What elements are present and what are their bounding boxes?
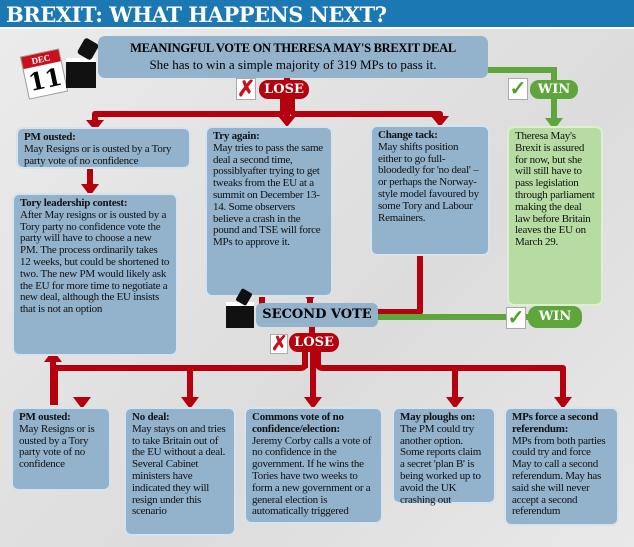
box-text: Theresa May's Brexit is assured for now,… bbox=[515, 130, 595, 249]
connector-win1 bbox=[488, 67, 557, 122]
arrow-head bbox=[446, 397, 464, 409]
box-text: Jeremy Corby calls a vote of no confiden… bbox=[252, 434, 372, 518]
win-badge: WIN bbox=[530, 80, 578, 99]
arrow-head bbox=[44, 350, 62, 362]
box-title: Try again: bbox=[213, 130, 260, 142]
arrow-head bbox=[304, 397, 322, 409]
calendar-day: 11 bbox=[25, 61, 65, 98]
check-icon: ✓ bbox=[506, 307, 526, 329]
no-deal-box: No deal:May stays on and tries to take B… bbox=[124, 407, 236, 536]
pm-ousted-second-box: PM ousted:May Resigns or is ousted by a … bbox=[11, 407, 111, 491]
arrow-head bbox=[431, 116, 449, 127]
box-text: After May resigns or is ousted by a Tory… bbox=[20, 208, 170, 316]
box-title: Tory leadership contest: bbox=[20, 197, 128, 209]
box-title: Change tack: bbox=[378, 129, 438, 141]
box-title: Commons vote of no confidence/election: bbox=[252, 411, 344, 435]
box-text: May Resigns or is ousted by a Tory party… bbox=[19, 422, 95, 471]
ballot-box-icon bbox=[226, 302, 254, 328]
cross-icon: ✗ bbox=[270, 333, 288, 355]
meaningful-vote-subtitle: She has to win a simple majority of 319 … bbox=[149, 57, 437, 72]
lose-badge: LOSE bbox=[259, 80, 309, 99]
may-ploughs-on-box: May ploughs on:The PM could try another … bbox=[392, 407, 496, 506]
box-title: MPs force a second referendum: bbox=[512, 411, 599, 435]
try-again-box: Try again:May tries to pass the same dea… bbox=[205, 126, 333, 297]
change-tack-box: Change tack:May shifts position either t… bbox=[370, 125, 490, 256]
ballot-box-icon bbox=[66, 58, 96, 88]
box-text: May tries to pass the same deal a second… bbox=[213, 141, 323, 249]
box-text: May shifts position either to go full-bl… bbox=[378, 140, 479, 224]
arrow-head bbox=[554, 397, 572, 409]
arrow-head bbox=[278, 116, 296, 127]
second-referendum-box: MPs force a second referendum:MPs from b… bbox=[504, 407, 619, 526]
meaningful-vote-box: MEANINGFUL VOTE ON THERESA MAY'S BREXIT … bbox=[98, 36, 488, 78]
arrow-head bbox=[545, 118, 563, 130]
no-confidence-box: Commons vote of no confidence/election:J… bbox=[244, 407, 383, 524]
meaningful-vote-heading: MEANINGFUL VOTE ON THERESA MAY'S BREXIT … bbox=[130, 41, 456, 55]
box-title: PM ousted: bbox=[24, 131, 76, 143]
second-vote-box: SECOND VOTE bbox=[256, 303, 378, 327]
lose-badge-second: LOSE bbox=[289, 333, 339, 352]
box-title: PM ousted: bbox=[19, 411, 71, 423]
arrow-head bbox=[181, 397, 199, 409]
title-bar: BREXIT: WHAT HAPPENS NEXT? bbox=[0, 0, 634, 29]
box-text: May stays on and tries to take Britain o… bbox=[132, 422, 226, 518]
arrow-head bbox=[81, 184, 99, 196]
box-title: May ploughs on: bbox=[400, 411, 476, 423]
box-title: No deal: bbox=[132, 411, 170, 423]
cross-icon: ✗ bbox=[236, 76, 256, 101]
pm-ousted-box: PM ousted:May Resigns or is ousted by a … bbox=[16, 127, 191, 169]
page-title: BREXIT: WHAT HAPPENS NEXT? bbox=[6, 2, 387, 27]
check-icon: ✓ bbox=[508, 78, 528, 100]
arrow-head bbox=[73, 397, 91, 409]
box-text: May Resigns or is ousted by a Tory party… bbox=[24, 142, 172, 167]
box-text: The PM could try another option. Some re… bbox=[400, 422, 482, 506]
win-outcome-box: Theresa May's Brexit is assured for now,… bbox=[507, 126, 603, 306]
box-text: MPs from both parties could try and forc… bbox=[512, 434, 606, 518]
arrow-head bbox=[86, 120, 104, 131]
tory-leadership-box: Tory leadership contest:After May resign… bbox=[12, 193, 178, 356]
win-badge-second: WIN bbox=[528, 306, 582, 328]
